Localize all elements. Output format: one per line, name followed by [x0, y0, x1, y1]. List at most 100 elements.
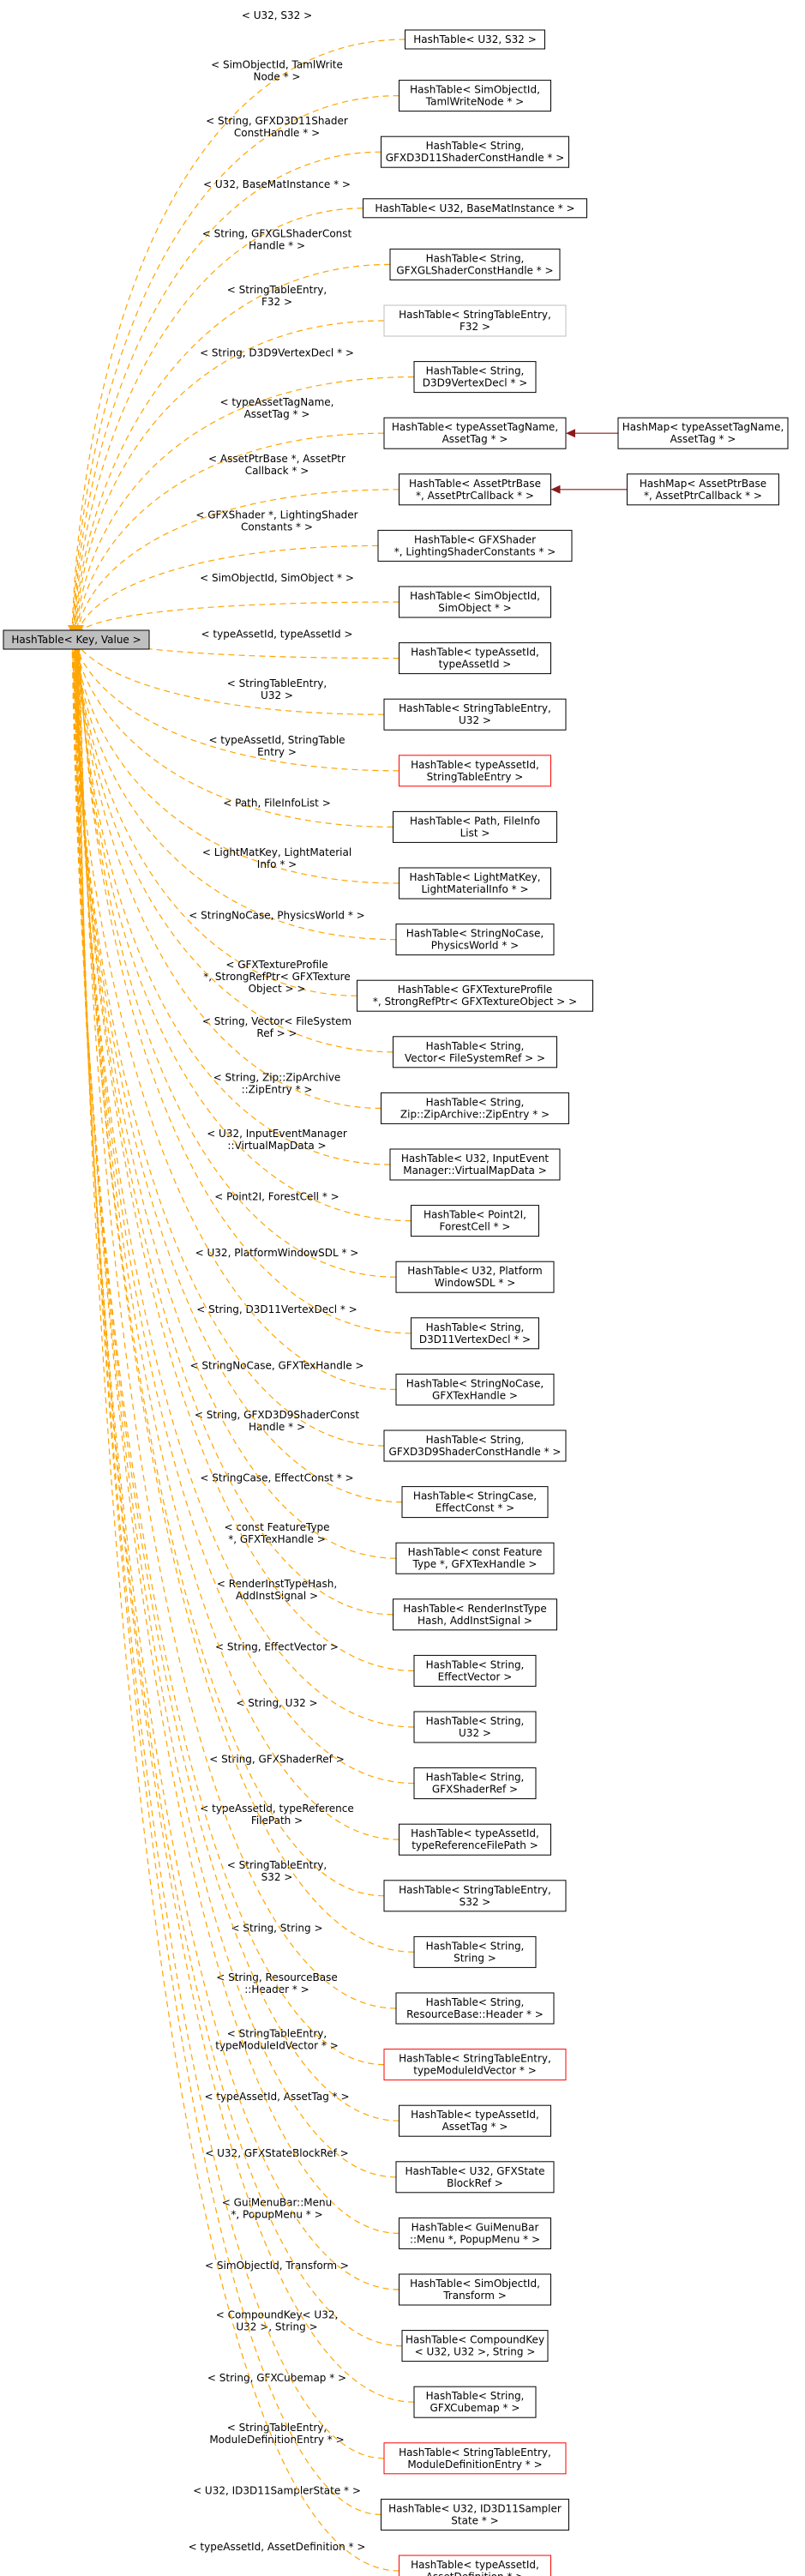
class-node[interactable]: HashTable< SimObjectId,TamlWriteNode * >	[399, 80, 551, 112]
class-node-label: HashTable< Point2I,	[424, 1209, 526, 1221]
class-node[interactable]: HashTable< StringNoCase,GFXTexHandle >	[395, 1373, 555, 1405]
class-node-label: D3D11VertexDecl * >	[419, 1333, 531, 1345]
class-node[interactable]: HashTable< typeAssetId,AssetTag * >	[399, 2104, 551, 2137]
class-node[interactable]: HashTable< String,D3D11VertexDecl * >	[411, 1317, 539, 1350]
template-edge	[75, 320, 385, 634]
edge-label: S32 >	[261, 1871, 293, 1883]
class-node-label: Transform >	[442, 2290, 507, 2302]
class-node-box	[399, 473, 551, 506]
class-node[interactable]: HashTable< U32, ID3D11SamplerState * >	[381, 2498, 569, 2531]
class-node[interactable]: HashTable< StringCase,EffectConst * >	[401, 1486, 549, 1519]
class-node[interactable]: HashTable< typeAssetId,typeReferenceFile…	[399, 1823, 551, 1856]
class-node-label: Manager::VirtualMapData >	[403, 1165, 547, 1177]
class-node-box	[389, 248, 561, 280]
class-node[interactable]: HashTable< StringTableEntry,S32 >	[383, 1880, 567, 1912]
class-node-label: D3D9VertexDecl * >	[423, 377, 528, 389]
derived-class-node[interactable]: HashMap< AssetPtrBase*, AssetPtrCallback…	[627, 473, 779, 506]
class-node[interactable]: HashTable< String,Zip::ZipArchive::ZipEn…	[381, 1092, 569, 1124]
class-node[interactable]: HashTable< SimObjectId,Transform >	[399, 2273, 551, 2306]
class-node[interactable]: HashTable< const FeatureType *, GFXTexHa…	[395, 1542, 555, 1574]
class-node-label: BlockRef >	[447, 2177, 503, 2189]
class-node-label: GFXTexHandle >	[432, 1389, 518, 1401]
class-node[interactable]: HashTable< LightMatKey,LightMaterialInfo…	[399, 867, 551, 900]
class-node-box	[399, 642, 551, 675]
class-node[interactable]: HashTable< String,GFXD3D11ShaderConstHan…	[381, 135, 569, 168]
class-node[interactable]: HashTable< String,String >	[413, 1935, 537, 1968]
class-node[interactable]: HashTable< U32, S32 >	[405, 29, 545, 50]
class-node-label: HashTable< CompoundKey	[406, 2334, 544, 2346]
edge-label: < Path, FileInfoList >	[223, 797, 331, 809]
class-node-box	[395, 924, 555, 956]
class-node-box	[389, 1148, 561, 1181]
class-node[interactable]: HashTable< SimObjectId,SimObject * >	[399, 586, 551, 618]
template-edge	[79, 632, 397, 2009]
class-node-label: HashTable< String,	[426, 365, 525, 377]
class-node-label: S32 >	[460, 1896, 491, 1908]
class-node[interactable]: HashTable< RenderInstTypeHash, AddInstSi…	[393, 1598, 557, 1631]
class-node[interactable]: HashTable< String,ResourceBase::Header *…	[395, 1992, 555, 2025]
class-node[interactable]: HashTable< String,GFXCubemap * >	[413, 2386, 537, 2418]
class-node[interactable]: HashTable< U32, InputEventManager::Virtu…	[389, 1148, 561, 1181]
class-node-label: U32 >	[459, 714, 491, 726]
class-node-label: PhysicsWorld * >	[431, 940, 519, 952]
base-node[interactable]: HashTable< Key, Value >	[3, 629, 150, 650]
class-node-label: HashTable< typeAssetTagName,	[392, 421, 558, 433]
class-node[interactable]: HashTable< String,D3D9VertexDecl * >	[413, 361, 537, 394]
class-node-label: HashTable< StringNoCase,	[406, 928, 544, 940]
class-node-label: HashTable< GFXTextureProfile	[398, 984, 553, 996]
class-node-box	[395, 1261, 555, 1293]
class-node-label: HashTable< String,	[426, 1096, 525, 1108]
class-node-box	[413, 1711, 537, 1743]
class-node-label: HashTable< U32, Platform	[407, 1265, 542, 1277]
class-node-box	[399, 2217, 551, 2249]
class-node[interactable]: HashTable< typeAssetId,AssetDefinition *…	[399, 2555, 551, 2576]
class-node[interactable]: HashTable< GFXShader*, LightingShaderCon…	[377, 529, 573, 562]
class-node-box	[413, 361, 537, 394]
class-node[interactable]: HashTable< CompoundKey< U32, U32 >, Stri…	[401, 2330, 549, 2362]
class-node-label: TamlWriteNode * >	[425, 96, 524, 108]
edge-label: F32 >	[261, 296, 292, 308]
class-node[interactable]: HashTable< String,GFXD3D9ShaderConstHand…	[383, 1429, 567, 1462]
derived-class-node[interactable]: HashMap< typeAssetTagName,AssetTag * >	[617, 417, 789, 449]
class-node[interactable]: HashTable< GuiMenuBar::Menu *, PopupMenu…	[399, 2217, 551, 2249]
edge-label: < String, U32 >	[236, 1697, 317, 1709]
class-node[interactable]: HashTable< StringTableEntry,F32 >	[383, 304, 567, 337]
class-node[interactable]: HashTable< U32, PlatformWindowSDL * >	[395, 1261, 555, 1293]
class-node-box	[411, 1205, 539, 1237]
class-node-box	[413, 2386, 537, 2418]
class-node-box	[399, 80, 551, 112]
edge-label: *, GFXTexHandle >	[228, 1533, 326, 1545]
class-node[interactable]: HashTable< typeAssetId,StringTableEntry …	[399, 755, 551, 787]
edge-label: *, PopupMenu * >	[231, 2208, 322, 2220]
class-node[interactable]: HashTable< String,Vector< FileSystemRef …	[393, 1036, 557, 1068]
edge-label: < AssetPtrBase *, AssetPtr	[208, 453, 345, 465]
class-node[interactable]: HashTable< String,GFXShaderRef >	[413, 1767, 537, 1800]
class-node[interactable]: HashTable< StringNoCase,PhysicsWorld * >	[395, 924, 555, 956]
class-node-label: HashTable< typeAssetId,	[411, 759, 539, 771]
class-node[interactable]: HashTable< U32, BaseMatInstance * >	[363, 198, 587, 219]
class-node-label: AssetDefinition * >	[426, 2571, 525, 2576]
edge-label: *, StrongRefPtr< GFXTexture	[203, 971, 350, 983]
edge-label: < StringTableEntry,	[227, 1859, 327, 1871]
template-edge	[77, 632, 399, 2572]
class-node[interactable]: HashTable< StringTableEntry,typeModuleId…	[383, 2049, 567, 2081]
edge-label: < String, D3D9VertexDecl * >	[200, 347, 354, 359]
class-node[interactable]: HashTable< AssetPtrBase*, AssetPtrCallba…	[399, 473, 551, 506]
class-node[interactable]: HashTable< typeAssetTagName,AssetTag * >	[383, 417, 567, 449]
class-node[interactable]: HashTable< typeAssetId,typeAssetId >	[399, 642, 551, 675]
class-node[interactable]: HashTable< StringTableEntry,ModuleDefini…	[383, 2442, 567, 2475]
edge-label: < StringCase, EffectConst * >	[200, 1472, 353, 1484]
class-node-label: HashTable< String,	[426, 140, 525, 152]
class-node[interactable]: HashTable< String,EffectVector >	[413, 1654, 537, 1687]
edge-label: AddInstSignal >	[236, 1590, 318, 1602]
class-node[interactable]: HashTable< Path, FileInfoList >	[393, 810, 557, 843]
class-node[interactable]: HashTable< StringTableEntry,U32 >	[383, 698, 567, 731]
class-node[interactable]: HashTable< Point2I,ForestCell * >	[411, 1205, 539, 1237]
class-node-box	[399, 867, 551, 900]
class-node[interactable]: HashTable< U32, GFXStateBlockRef >	[395, 2161, 555, 2194]
class-node[interactable]: HashTable< GFXTextureProfile*, StrongRef…	[357, 979, 593, 1012]
class-node[interactable]: HashTable< String,U32 >	[413, 1711, 537, 1743]
class-node-box	[381, 135, 569, 168]
class-node-label: HashTable< StringTableEntry,	[399, 702, 551, 714]
class-node[interactable]: HashTable< String,GFXGLShaderConstHandle…	[389, 248, 561, 280]
